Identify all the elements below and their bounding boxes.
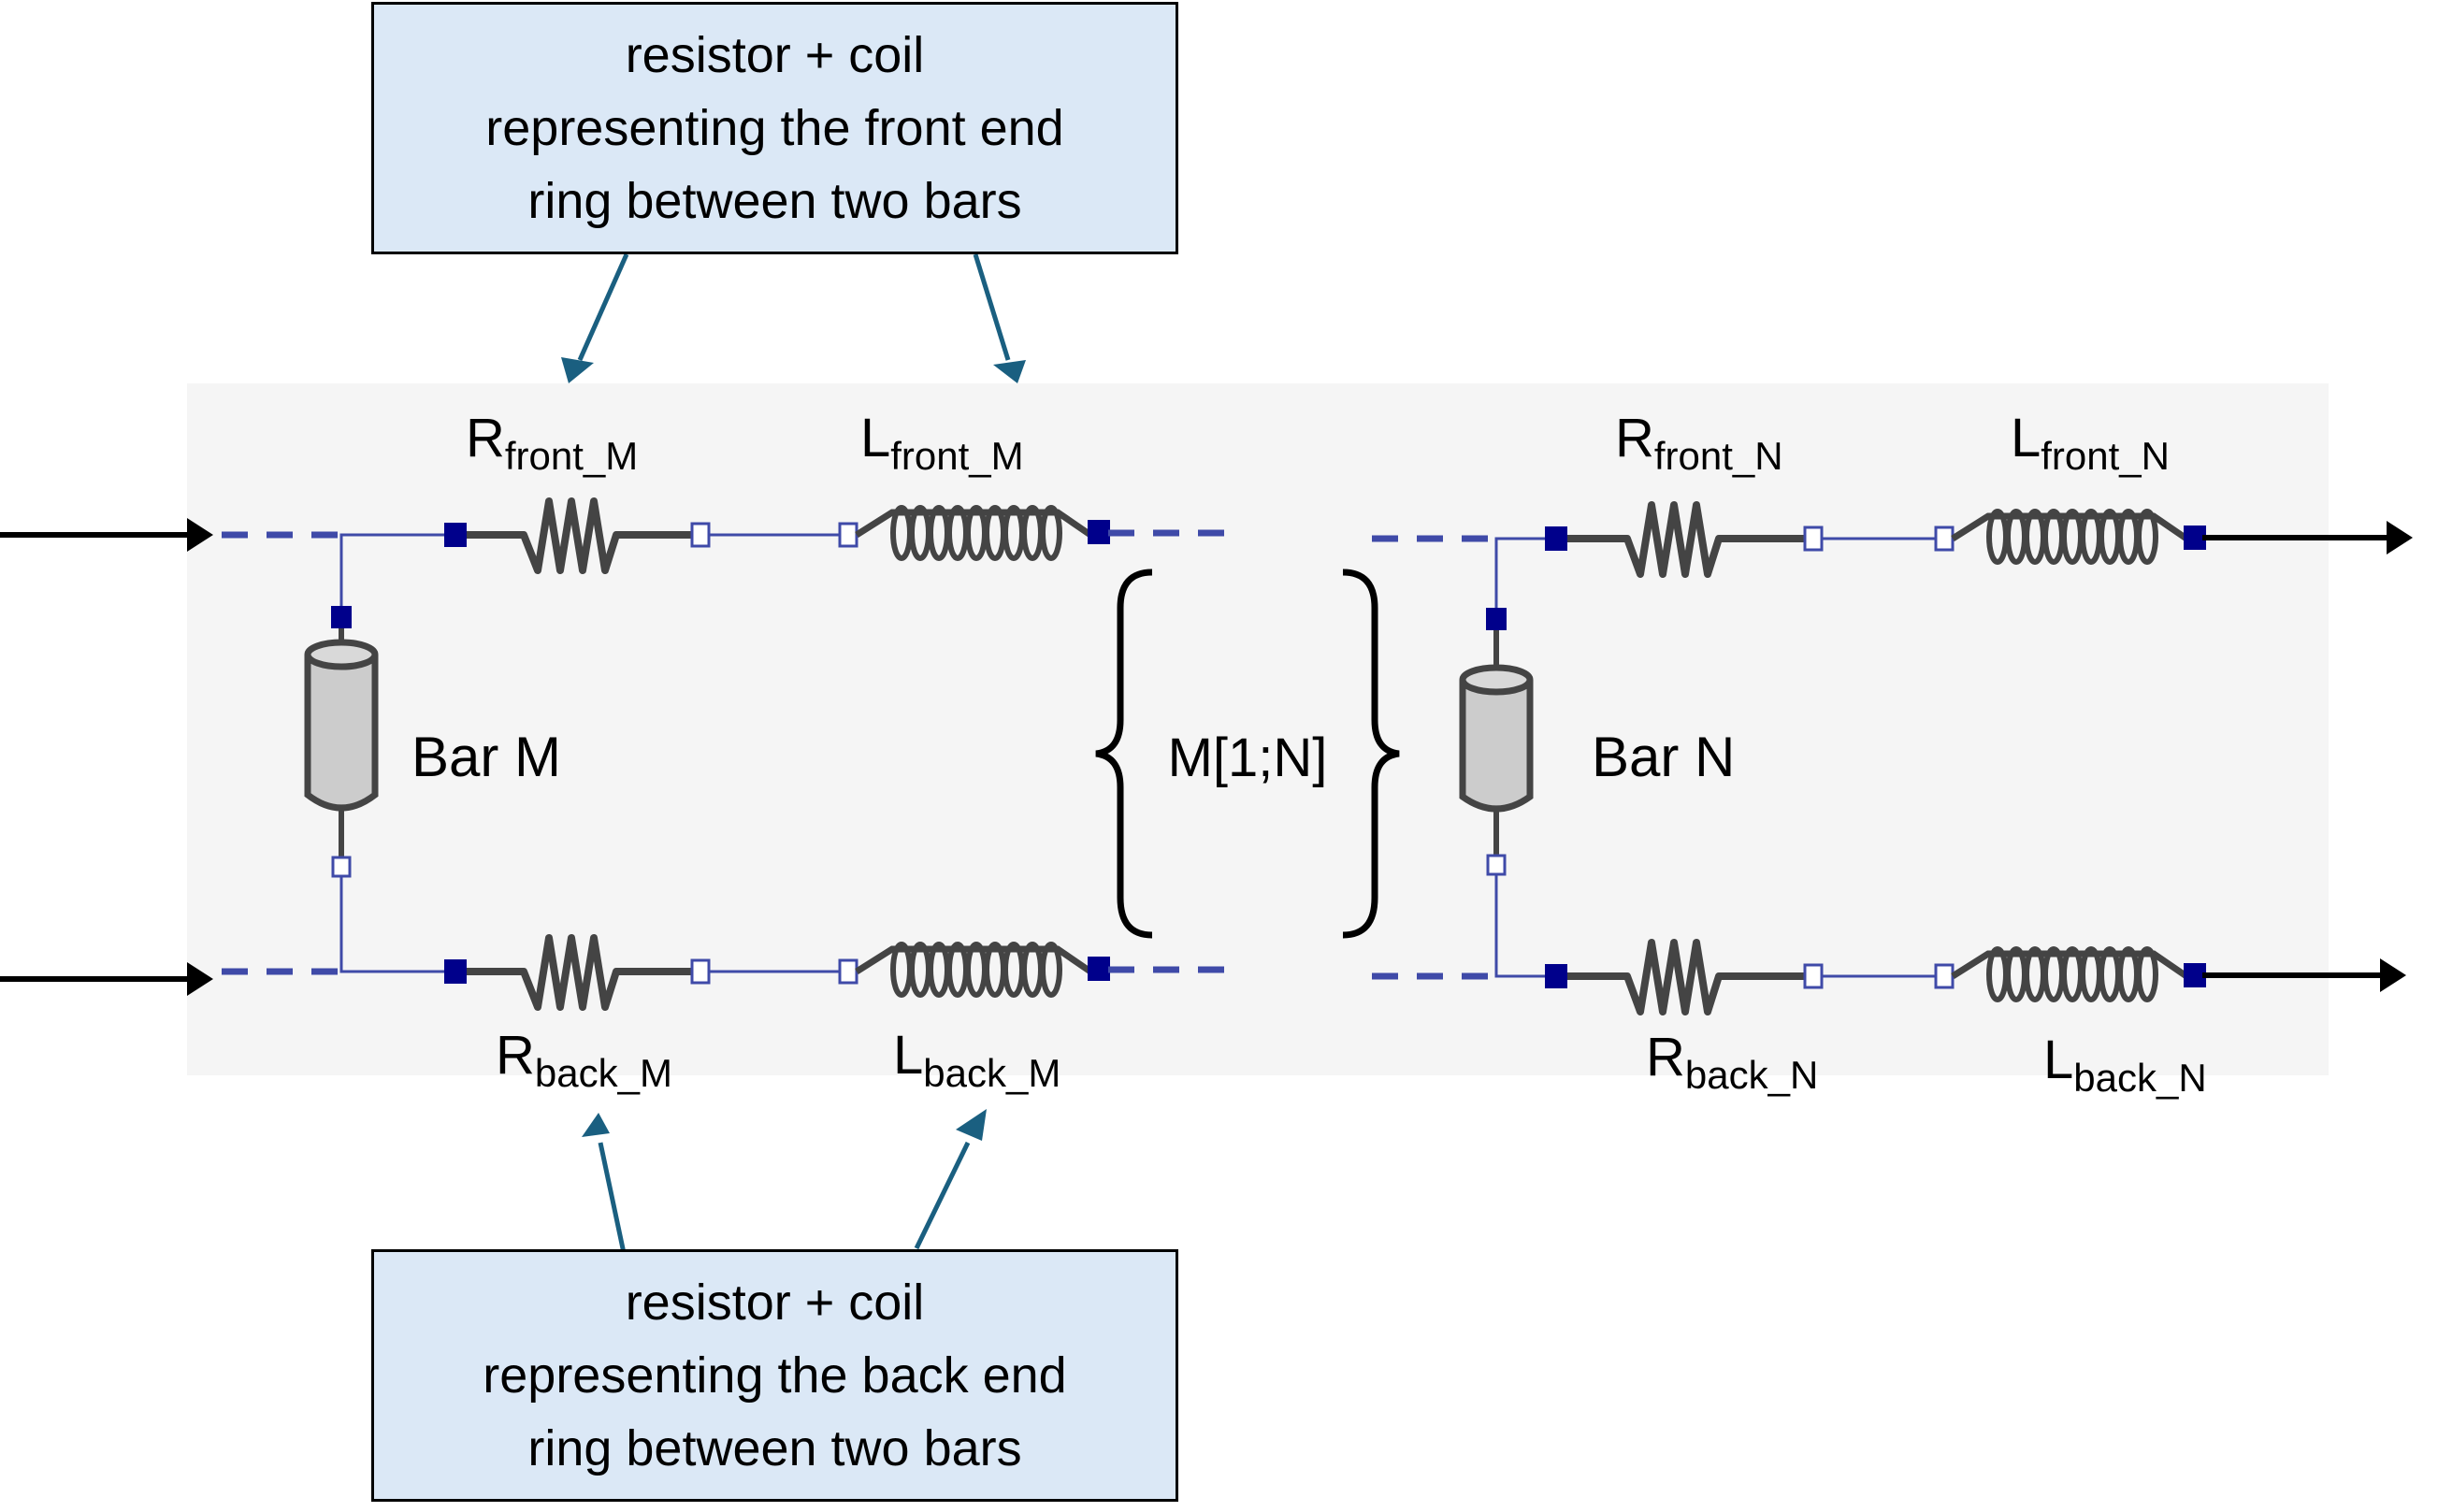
- label-l-front-n: Lfront_N: [2011, 408, 2170, 478]
- pointer-arrow-back-coil: [914, 1109, 987, 1250]
- label-r-back-n: Rback_N: [1646, 1027, 1818, 1097]
- label-l-back-n: Lback_N: [2043, 1030, 2207, 1100]
- coil-rail: [1951, 512, 2188, 541]
- callout-back-ring: resistor + coil representing the back en…: [371, 1249, 1178, 1502]
- callout-front-line-3: ring between two bars: [527, 173, 1022, 229]
- bar-m-label: Bar M: [411, 726, 561, 788]
- input-arrow-back: [0, 962, 213, 996]
- callout-front-ring: resistor + coil representing the front e…: [371, 2, 1178, 254]
- range-label: M[1;N]: [1168, 727, 1328, 788]
- connector-hollow: [1486, 854, 1507, 876]
- resistor-front-m: [444, 497, 711, 574]
- right-brace-icon: [1342, 569, 1400, 939]
- coil-back-m: [838, 958, 858, 985]
- bar-n-section: Bar N: [1372, 408, 2413, 1100]
- connector-filled: [1486, 608, 1507, 630]
- coil-rail: [855, 945, 1092, 974]
- label-r-front-m: Rfront_M: [466, 408, 638, 478]
- connector-hollow: [331, 856, 352, 878]
- connector-filled: [331, 606, 352, 628]
- callout-back-line-2: representing the back end: [483, 1347, 1067, 1404]
- label-l-back-m: Lback_M: [893, 1025, 1060, 1095]
- label-l-front-m: Lfront_M: [860, 408, 1024, 478]
- pointer-arrow-front-resistor: [561, 252, 629, 383]
- coil-front-m: [838, 522, 858, 548]
- callout-back-line-1: resistor + coil: [625, 1274, 925, 1331]
- callout-front-line-2: representing the front end: [485, 100, 1064, 156]
- coil-turn: [1040, 505, 1062, 561]
- range-brace: M[1;N]: [1095, 569, 1400, 939]
- output-arrow-back: [2202, 958, 2406, 992]
- bar-n-icon: [1459, 608, 1534, 876]
- coil-back-n: [1934, 963, 1955, 989]
- label-r-front-n: Rfront_N: [1615, 408, 1783, 478]
- coil-turn: [2136, 509, 2158, 565]
- left-brace-icon: [1095, 569, 1153, 939]
- input-arrow-front: [0, 518, 213, 552]
- coil-rail: [1951, 950, 2188, 979]
- resistor-back-m: [444, 934, 711, 1011]
- label-r-back-m: Rback_M: [496, 1025, 672, 1095]
- pointer-arrow-front-coil: [973, 253, 1026, 383]
- coil-turn: [1040, 942, 1062, 998]
- coil-front-m-winding: [855, 505, 1092, 561]
- connector-filled: [1088, 957, 1110, 981]
- coil-turn: [2136, 946, 2158, 1002]
- coil-rail: [855, 509, 1092, 538]
- bar-n-label: Bar N: [1592, 726, 1735, 788]
- callout-back-line-3: ring between two bars: [527, 1420, 1022, 1476]
- coil-back-n-winding: [1951, 946, 2188, 1002]
- coil-front-n-winding: [1951, 509, 2188, 565]
- connector-filled: [1088, 520, 1110, 544]
- coil-back-m-winding: [855, 942, 1092, 998]
- bar-m-section: Bar M Rfron: [0, 408, 1234, 1095]
- resistor-back-n: [1545, 939, 1824, 1015]
- callout-front-line-1: resistor + coil: [625, 27, 925, 83]
- bar-m-icon: [304, 606, 379, 878]
- output-arrow-front: [2202, 521, 2413, 554]
- pointer-arrow-back-resistor: [582, 1113, 627, 1254]
- coil-front-n: [1934, 526, 1955, 552]
- resistor-front-n: [1545, 501, 1824, 578]
